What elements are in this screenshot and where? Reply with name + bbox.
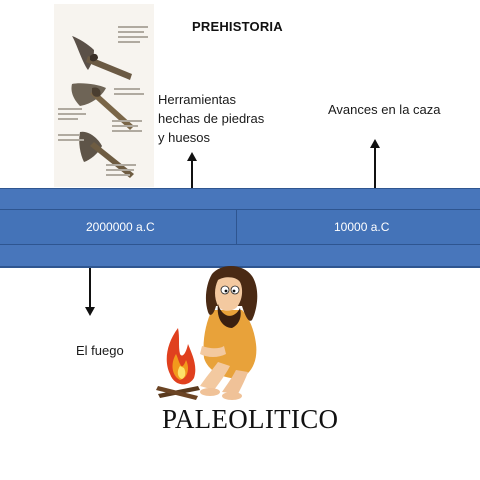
axe-handle-1 xyxy=(86,56,132,80)
stone-tools-icon xyxy=(58,26,148,178)
up-arrow-tools-icon xyxy=(187,152,197,189)
timeline-date-right: 10000 a.C xyxy=(334,220,390,234)
axe-head-1 xyxy=(72,36,94,70)
timeline-top-strip xyxy=(0,189,480,210)
caveman-face xyxy=(215,277,243,311)
timeline-bar: 2000000 a.C 10000 a.C xyxy=(0,188,480,268)
caveman-tunic xyxy=(203,310,257,379)
up-arrow-caza-icon xyxy=(370,139,380,189)
timeline-middle-strip xyxy=(0,210,480,245)
timeline-bottom-strip xyxy=(0,245,480,267)
caveman-fire-icon xyxy=(156,265,258,400)
event-fuego-label: El fuego xyxy=(76,343,124,358)
diagram-title: PREHISTORIA xyxy=(192,19,283,34)
caveman-illustration xyxy=(152,262,268,412)
timeline-divider xyxy=(236,210,237,244)
caveman-arm xyxy=(200,346,226,357)
timeline-date-left: 2000000 a.C xyxy=(86,220,155,234)
event-tools-label: Herramientas hechas de piedras y huesos xyxy=(158,92,265,145)
axe-head-3 xyxy=(79,131,102,162)
period-label: PALEOLITICO xyxy=(162,404,339,434)
down-arrow-fuego-icon xyxy=(85,265,95,316)
axe-handle-3 xyxy=(90,142,134,178)
caveman-beard xyxy=(217,304,241,328)
event-caza-label: Avances en la caza xyxy=(328,102,441,117)
stone-tools-illustration xyxy=(54,4,154,187)
